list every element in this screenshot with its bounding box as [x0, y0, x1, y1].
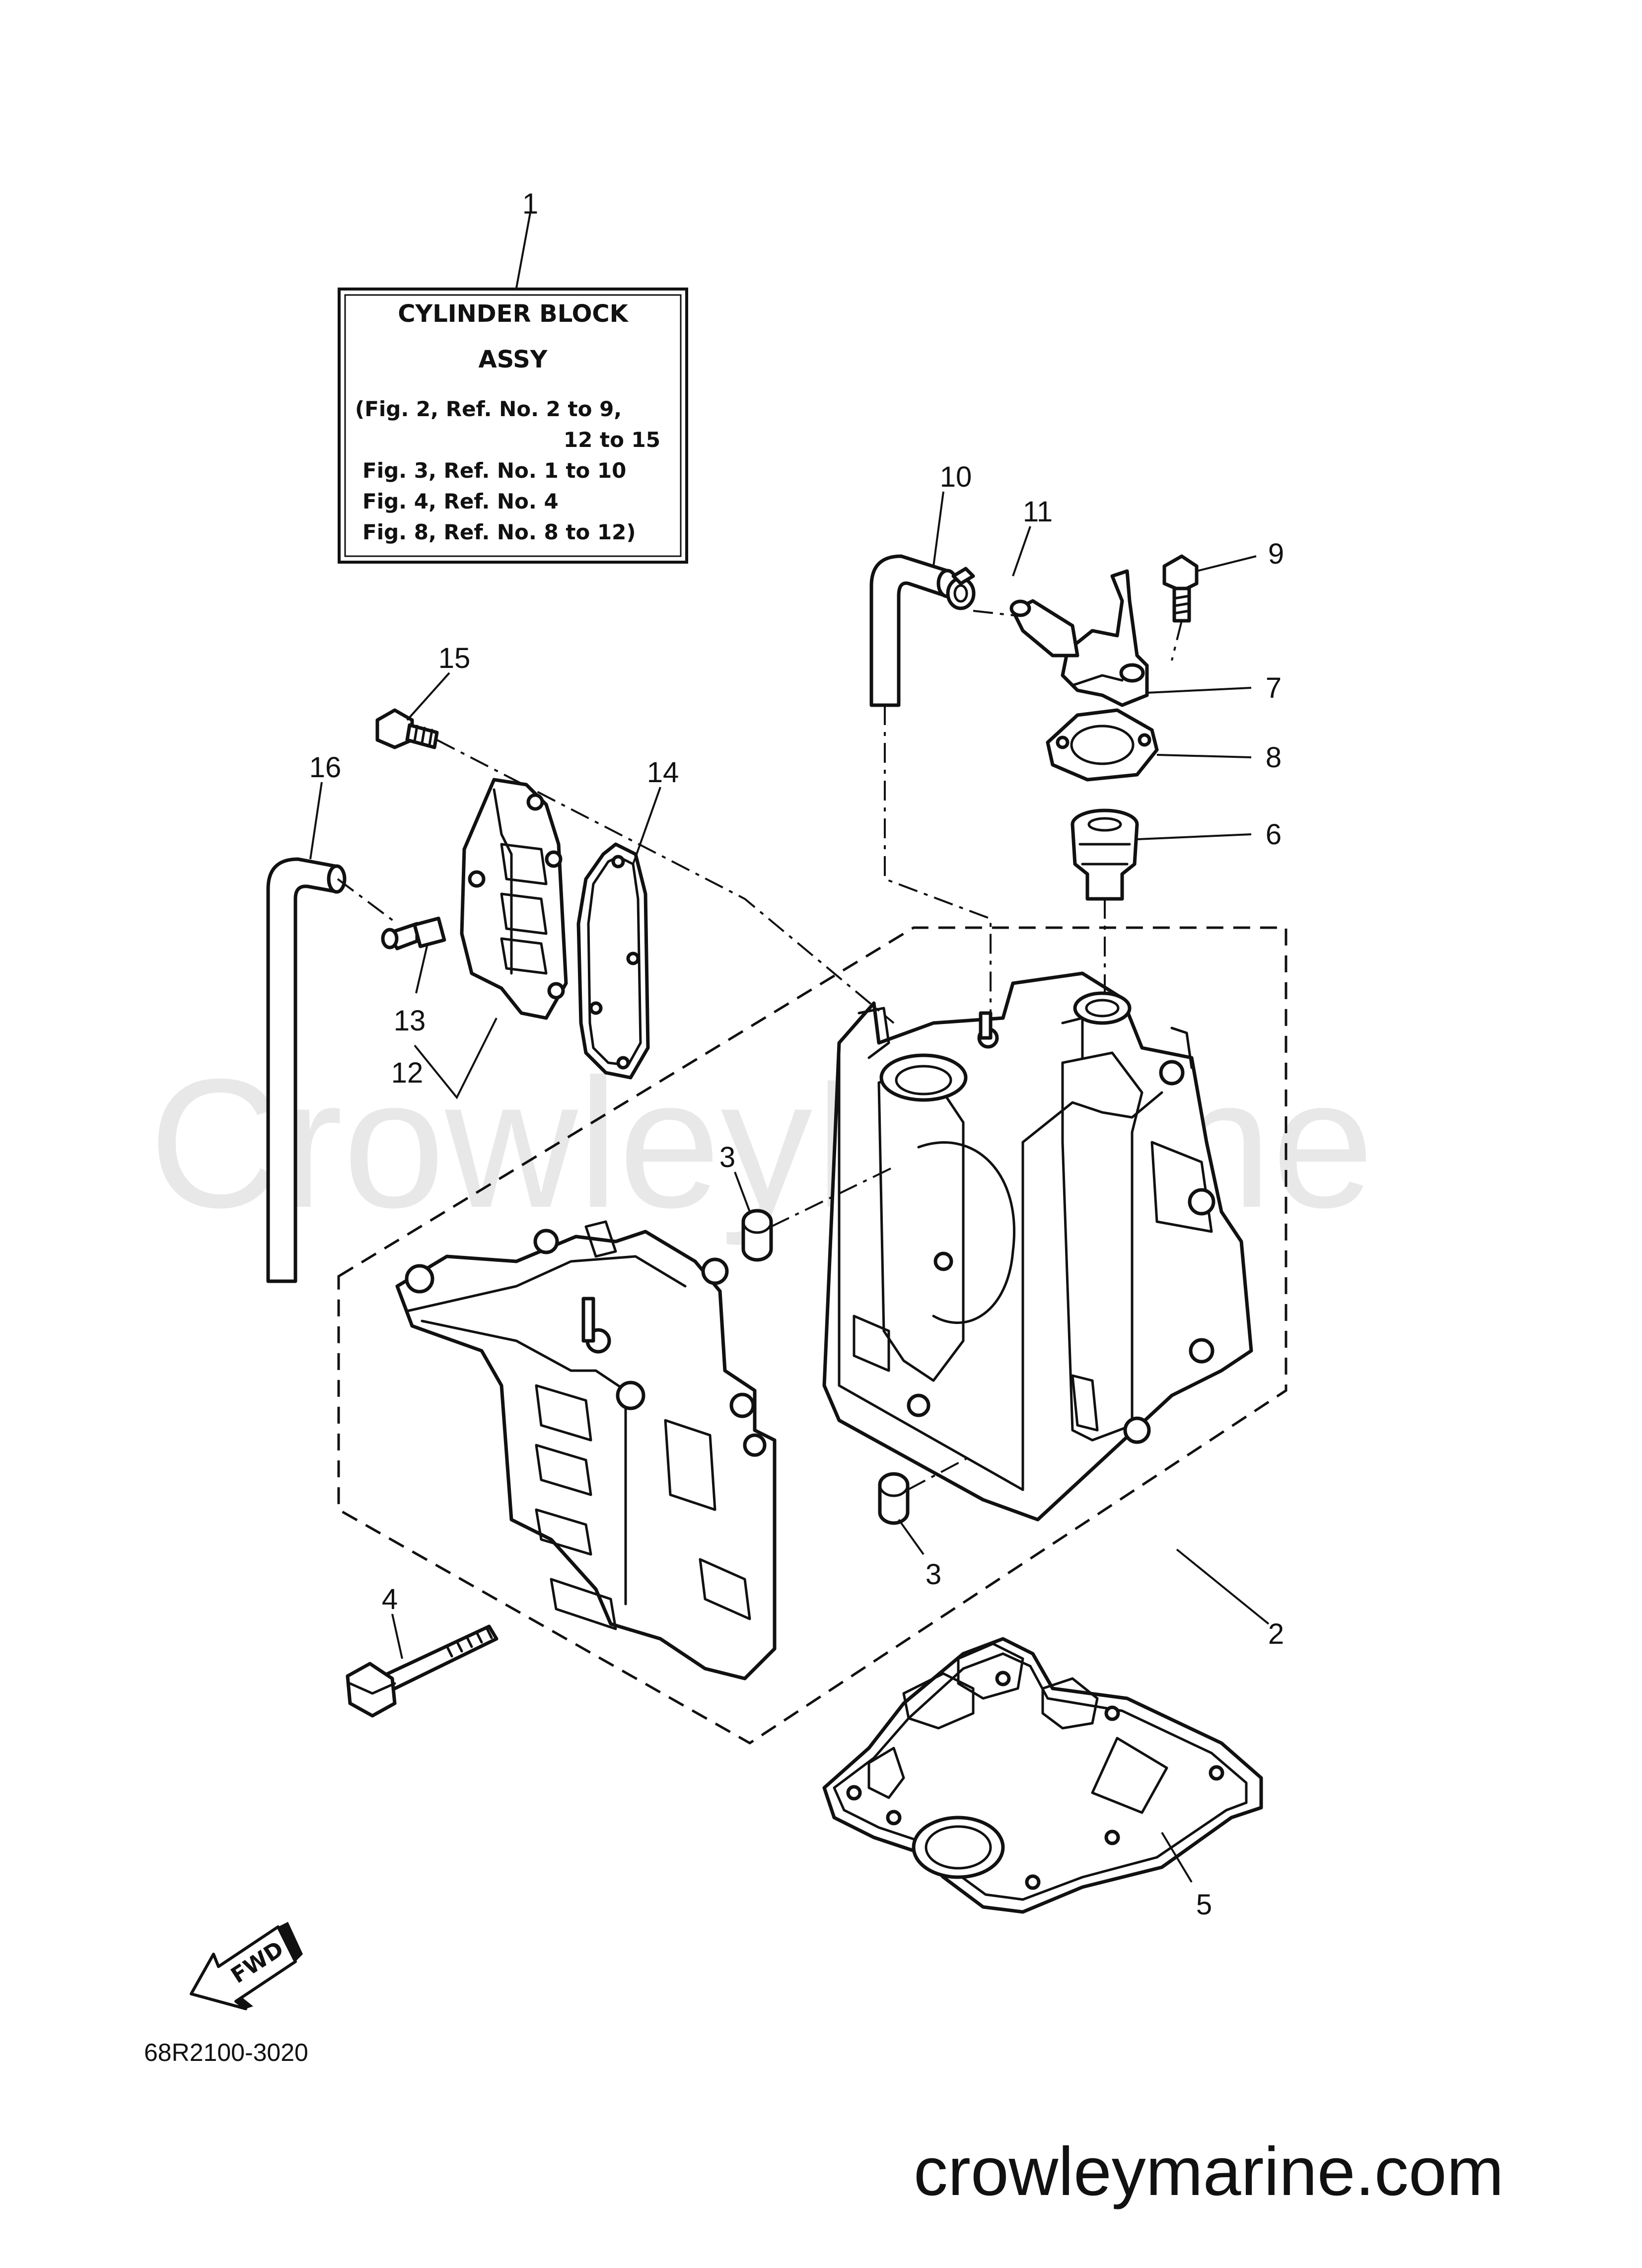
- callout-10: 10: [940, 461, 972, 493]
- callout-5: 5: [1196, 1889, 1212, 1921]
- water-hose-lower: [266, 857, 347, 1283]
- assembly-line-exhaust: [436, 739, 895, 1024]
- leader-14: [632, 787, 661, 865]
- dowel-pin-lower: [878, 1472, 910, 1525]
- callout-2: 2: [1268, 1618, 1284, 1650]
- callout-16: 16: [309, 751, 342, 784]
- leader-2: [1176, 1548, 1270, 1625]
- leader-1: [515, 212, 531, 289]
- crankcase: [395, 1220, 777, 1681]
- leader-6: [1137, 833, 1252, 840]
- exhaust-cover: [460, 778, 568, 1020]
- leader-12: [414, 1018, 498, 1099]
- leader-16: [309, 782, 323, 860]
- assembly-line-bolt9: [1171, 620, 1183, 661]
- leader-5: [1161, 1831, 1193, 1883]
- leader-4: [391, 1613, 403, 1659]
- callout-6: 6: [1266, 818, 1282, 851]
- leader-15: [406, 672, 450, 721]
- assembly-line-pin-upper: [771, 1166, 894, 1228]
- footer-website: crowleymarine.com: [914, 2133, 1504, 2210]
- label-ref-line-1: (Fig. 2, Ref. No. 2 to 9,: [355, 397, 622, 421]
- dowel-pin-upper: [741, 1209, 773, 1262]
- callout-4: 4: [382, 1583, 398, 1615]
- leader-9: [1196, 555, 1257, 572]
- leader-10: [932, 491, 944, 567]
- crankcase-gasket: [822, 1637, 1263, 1914]
- callout-8: 8: [1266, 741, 1282, 774]
- callout-12: 12: [391, 1057, 424, 1089]
- thermostat: [1071, 808, 1139, 901]
- pipe-fitting: [381, 916, 446, 951]
- bolt-long: [346, 1624, 499, 1718]
- assembly-dashed-outline: [337, 926, 1287, 1745]
- leader-13: [415, 946, 428, 994]
- callout-9: 9: [1268, 538, 1284, 570]
- label-title: CYLINDER BLOCK: [398, 300, 629, 328]
- thermostat-cover: [1009, 569, 1149, 707]
- bolt-thermostat-cover: [1162, 554, 1199, 623]
- callout-13: 13: [394, 1005, 426, 1037]
- callout-1: 1: [522, 188, 538, 220]
- label-subtitle: ASSY: [479, 346, 548, 373]
- leader-11: [1012, 526, 1031, 577]
- leader-7: [1146, 687, 1252, 694]
- exhaust-cover-gasket: [576, 842, 650, 1080]
- cylinder-block: [822, 971, 1253, 1522]
- assembly-line-pin-lower: [907, 1454, 974, 1491]
- callout-14: 14: [647, 756, 679, 789]
- assembly-line-fitting: [337, 878, 398, 925]
- label-ref-line-5: Fig. 8, Ref. No. 8 to 12): [362, 520, 636, 544]
- callout-11: 11: [1023, 496, 1053, 528]
- leader-8: [1156, 754, 1252, 758]
- assembly-label-box: CYLINDER BLOCK ASSY (Fig. 2, Ref. No. 2 …: [338, 288, 688, 564]
- thermostat-gasket: [1046, 708, 1159, 782]
- leader-3-lower: [898, 1519, 925, 1555]
- diagram-code: 68R2100-3020: [144, 2039, 308, 2066]
- water-hose-upper: [869, 554, 958, 707]
- callout-7: 7: [1266, 672, 1282, 704]
- label-ref-line-2: 12 to 15: [564, 428, 660, 452]
- fwd-arrow-icon: FWD: [190, 1922, 303, 2010]
- callout-3-upper: 3: [719, 1141, 735, 1173]
- callout-3-lower: 3: [926, 1558, 941, 1591]
- callout-15: 15: [438, 642, 471, 674]
- label-ref-line-4: Fig. 4, Ref. No. 4: [362, 489, 559, 513]
- label-ref-line-3: Fig. 3, Ref. No. 1 to 10: [362, 458, 626, 483]
- assembly-line-clamp: [973, 610, 1018, 617]
- hose-clamp: [946, 567, 976, 610]
- leader-3-upper: [734, 1171, 751, 1212]
- bolt-exhaust-cover: [375, 708, 439, 749]
- assembly-line-hose: [884, 705, 992, 1016]
